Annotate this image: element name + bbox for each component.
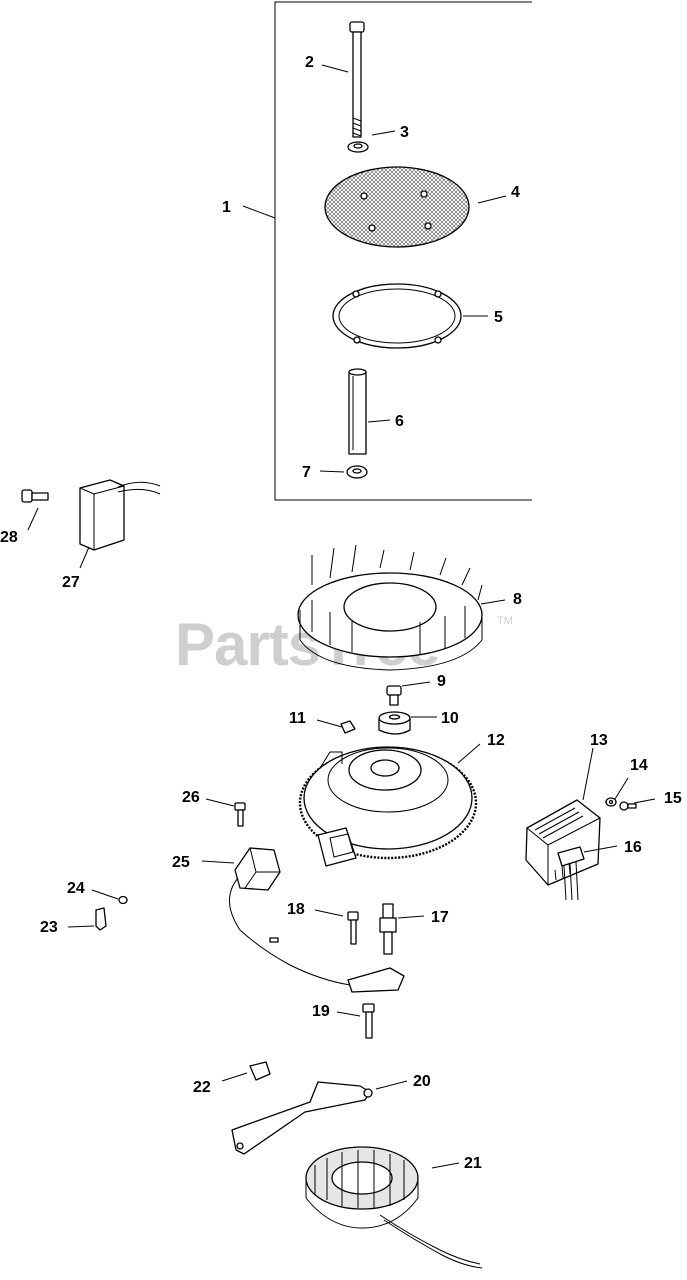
screen-disc-part: [324, 166, 470, 248]
spacer-tube-part: [348, 368, 367, 455]
callout-3: 3: [400, 124, 409, 141]
nut-part: [346, 465, 368, 479]
stator-part: [305, 1146, 483, 1269]
callout-labels: 1 2 3 4 5 6 7 8 9 10 11 12 13 14 15 16 1…: [0, 54, 682, 1172]
callout-12: 12: [487, 732, 505, 749]
callout-2: 2: [305, 54, 314, 71]
ignition-module-part: [229, 847, 405, 993]
connector-part: [557, 846, 585, 901]
callout-25: 25: [172, 854, 190, 871]
screw-18-part: [347, 911, 359, 945]
callout-15: 15: [664, 790, 682, 807]
callout-4: 4: [511, 184, 520, 201]
callout-9: 9: [437, 673, 446, 690]
spark-plug-part: [379, 903, 397, 955]
regulator-nut-part: [605, 797, 617, 807]
bolt-28-part: [21, 489, 49, 503]
callout-21: 21: [464, 1155, 482, 1172]
callout-22: 22: [193, 1079, 211, 1096]
long-bolt-part: [349, 21, 365, 138]
screw-19-part: [362, 1003, 375, 1039]
regulator-screw-part: [619, 801, 637, 811]
callout-23: 23: [40, 919, 58, 936]
callout-14: 14: [630, 757, 648, 774]
callout-6: 6: [395, 413, 404, 430]
rectifier-module-part: [79, 479, 161, 551]
clip-23-part: [95, 907, 107, 931]
callout-1: 1: [222, 199, 231, 216]
callout-18: 18: [287, 901, 305, 918]
callout-17: 17: [431, 909, 449, 926]
leader-lines: [27, 64, 656, 1169]
callout-20: 20: [413, 1073, 431, 1090]
callout-16: 16: [624, 839, 642, 856]
callout-10: 10: [441, 710, 459, 727]
plate-part: [231, 1081, 373, 1155]
washer-part: [347, 141, 369, 153]
flywheel-part: [298, 746, 478, 867]
callout-11: 11: [289, 710, 306, 727]
callout-19: 19: [312, 1003, 330, 1020]
callout-26: 26: [182, 789, 200, 806]
flywheel-washer-part: [378, 711, 411, 735]
callout-28: 28: [0, 529, 18, 546]
callout-8: 8: [513, 591, 522, 608]
regulator-part: [525, 799, 601, 886]
callout-7: 7: [302, 464, 311, 481]
watermark-trademark: TM: [497, 615, 513, 627]
small-nut-part: [118, 895, 128, 905]
callout-5: 5: [494, 309, 503, 326]
clip-22-part: [249, 1061, 271, 1081]
callout-13: 13: [590, 732, 608, 749]
retaining-ring-part: [332, 283, 462, 349]
callout-24: 24: [67, 880, 85, 897]
flywheel-bolt-part: [386, 685, 402, 706]
key-part: [340, 720, 356, 734]
kit-bracket: [274, 1, 532, 501]
ignition-bolt-part: [234, 802, 246, 827]
flywheel-fan-part: [297, 544, 483, 671]
callout-27: 27: [62, 574, 80, 591]
